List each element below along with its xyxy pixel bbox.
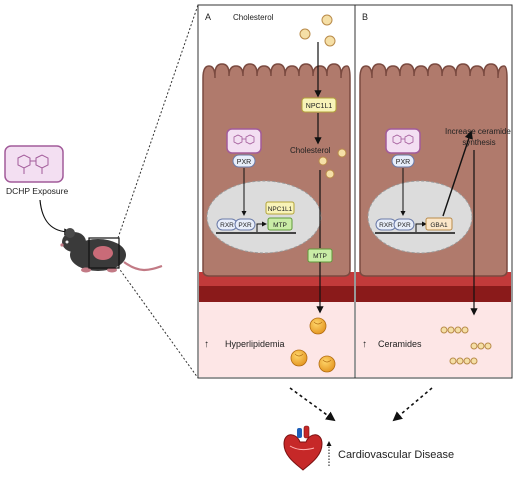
cholesterol-mid-label: Cholesterol xyxy=(290,146,331,155)
rxr-b-label: RXR xyxy=(379,222,393,229)
panel-b-letter: B xyxy=(362,12,368,22)
dchp-exposure-group: DCHP Exposure xyxy=(4,145,72,236)
pxr-cytoplasm-b xyxy=(391,154,415,168)
mouse-icon xyxy=(60,228,163,273)
transcription-arrow-a xyxy=(256,221,267,232)
exposure-arrow xyxy=(39,199,72,236)
ceramides-up-arrow: ↑ xyxy=(362,339,367,350)
exposure-label: DCHP Exposure xyxy=(6,186,68,196)
panel-a: A Cholesterol NPC1L1 Cholesterol PXR RX xyxy=(197,4,356,379)
cholesterol-particles-mid xyxy=(318,148,347,179)
npc1l1-gene-box xyxy=(265,201,295,215)
pxr-cytoplasm-a xyxy=(232,154,256,168)
gba1-to-synthesis-arrow xyxy=(442,130,473,217)
increase-ceramide-line2: synthesis xyxy=(462,138,495,147)
increase-ceramide-label: Increase ceramide synthesis xyxy=(445,127,513,147)
pxr-nucleus-a xyxy=(234,218,256,231)
cholesterol-top-label: Cholesterol xyxy=(233,13,274,22)
dchp-molecule-icon xyxy=(4,145,64,183)
outcome-arrow-b xyxy=(392,387,433,422)
pxr-nucleus-b xyxy=(393,218,415,231)
nucleus-b xyxy=(367,180,473,254)
disease-label: Cardiovascular Disease xyxy=(338,449,454,461)
panel-a-letter: A xyxy=(205,12,211,22)
mtp-gene-box xyxy=(267,217,293,231)
ceramides-label: Ceramides xyxy=(378,339,422,349)
outcome-arrow-a xyxy=(289,387,336,422)
hyperlipidemia-up-arrow: ↑ xyxy=(204,339,209,350)
dchp-molecule-icon-a xyxy=(226,128,262,154)
mtp-basal-label: MTP xyxy=(313,253,327,260)
pxr-nucleus-a-label: PXR xyxy=(238,222,252,229)
gba1-gene-box xyxy=(425,217,453,231)
increase-ceramide-line1: Increase ceramide xyxy=(445,127,511,136)
transcription-arrow-b xyxy=(415,221,427,232)
mtp-gene-label: MTP xyxy=(273,222,287,229)
zoom-line-top xyxy=(117,4,199,239)
zoom-box xyxy=(88,237,120,269)
npc1l1-transporter xyxy=(301,97,337,113)
npc1l1-gene-label: NPC1L1 xyxy=(268,206,293,213)
pxr-cytoplasm-b-label: PXR xyxy=(396,159,410,166)
ceramide-chains xyxy=(440,326,492,365)
panel-b: B Increase ceramide synthesis PXR RXR PX… xyxy=(354,4,513,379)
zoom-line-bottom xyxy=(117,266,199,379)
npc1l1-transporter-label: NPC1L1 xyxy=(306,103,333,110)
rxr-a-label: RXR xyxy=(220,222,234,229)
dchp-molecule-icon-b xyxy=(385,128,421,154)
heart-icon xyxy=(283,425,323,471)
cholesterol-particles-top xyxy=(299,14,336,47)
pxr-nucleus-b-label: PXR xyxy=(397,222,411,229)
pxr-cytoplasm-a-label: PXR xyxy=(237,159,251,166)
lipoprotein-droplets xyxy=(290,317,336,373)
hyperlipidemia-label: Hyperlipidemia xyxy=(225,339,285,349)
nucleus-a xyxy=(206,180,322,254)
gba1-gene-label: GBA1 xyxy=(430,222,448,229)
